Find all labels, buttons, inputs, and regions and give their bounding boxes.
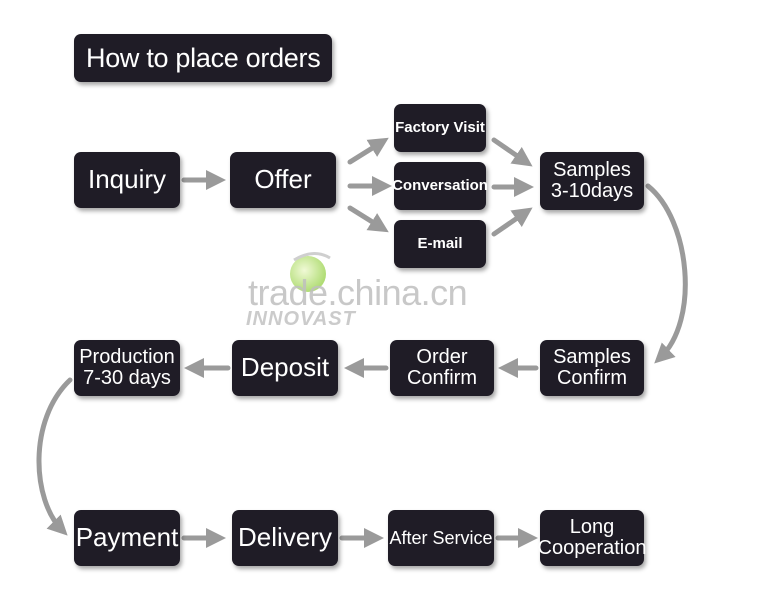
node-samples-confirm: Samples Confirm — [540, 340, 644, 396]
arrow-email-samples — [491, 207, 533, 237]
node-long-cooperation: Long Cooperation — [538, 510, 646, 566]
arrow-offer-email — [347, 205, 389, 233]
node-factory-visit: Factory Visit — [394, 104, 486, 152]
diagram-title: How to place orders — [74, 34, 332, 82]
node-inquiry: Inquiry — [74, 152, 180, 208]
node-after-service: After Service — [388, 510, 494, 566]
node-conversation: Conversation — [392, 162, 488, 210]
arrow-production-payment — [36, 377, 73, 536]
watermark-brand: INNOVAST — [246, 308, 356, 330]
arrow-samples-samples-confirm — [645, 183, 688, 364]
watermark-site: trade.china.cn — [248, 272, 468, 313]
node-deposit: Deposit — [232, 340, 338, 396]
node-email: E-mail — [394, 220, 486, 268]
node-order-confirm: Order Confirm — [390, 340, 494, 396]
node-production: Production 7-30 days — [74, 340, 180, 396]
node-samples: Samples 3-10days — [540, 152, 644, 210]
node-offer: Offer — [230, 152, 336, 208]
node-delivery: Delivery — [232, 510, 338, 566]
node-payment: Payment — [74, 510, 180, 566]
watermark-logo-icon — [290, 252, 331, 292]
arrow-offer-factory-visit — [347, 137, 389, 165]
arrow-factory-visit-samples — [491, 137, 533, 167]
